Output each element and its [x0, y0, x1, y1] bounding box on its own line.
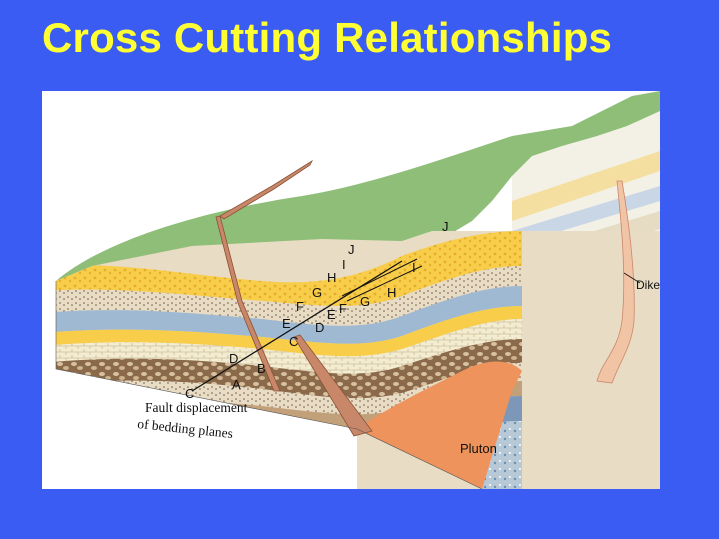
label-e-left: E — [282, 316, 291, 331]
block-diagram: C A D B C E D F E G F H G I H J I J Faul… — [55, 91, 660, 489]
label-j-right: J — [442, 219, 449, 234]
dike — [596, 180, 635, 384]
slide-title: Cross Cutting Relationships — [42, 14, 613, 61]
label-h-right: H — [387, 285, 396, 300]
caption-line-2: of bedding planes — [137, 416, 234, 441]
label-j-left: J — [348, 242, 355, 257]
label-f-left: F — [296, 299, 304, 314]
block-front-face — [56, 231, 660, 489]
fault-line — [191, 260, 403, 392]
caption-line-1: Fault displacement — [145, 400, 248, 415]
label-g-right: G — [360, 294, 370, 309]
label-c-right: C — [289, 334, 298, 349]
block-diagram-panel: C A D B C E D F E G F H G I H J I J Faul… — [42, 91, 660, 489]
label-i-right: I — [412, 260, 416, 275]
label-g-left: G — [312, 285, 322, 300]
label-h-left: H — [327, 270, 336, 285]
pluton-label: Pluton — [460, 441, 497, 456]
label-c-left: C — [185, 386, 194, 401]
label-d-right: D — [315, 320, 324, 335]
dike-leader — [623, 272, 641, 284]
label-f-right: F — [339, 301, 347, 316]
fault-crack-2 — [293, 334, 373, 437]
fault-crack-1 — [215, 215, 281, 392]
ground-surface — [56, 91, 660, 286]
dike-label: Dike — [636, 278, 660, 292]
label-i-left: I — [342, 257, 346, 272]
label-b: B — [257, 361, 266, 376]
label-d-left: D — [229, 351, 238, 366]
label-e-right: E — [327, 307, 336, 322]
label-a: A — [232, 377, 241, 392]
